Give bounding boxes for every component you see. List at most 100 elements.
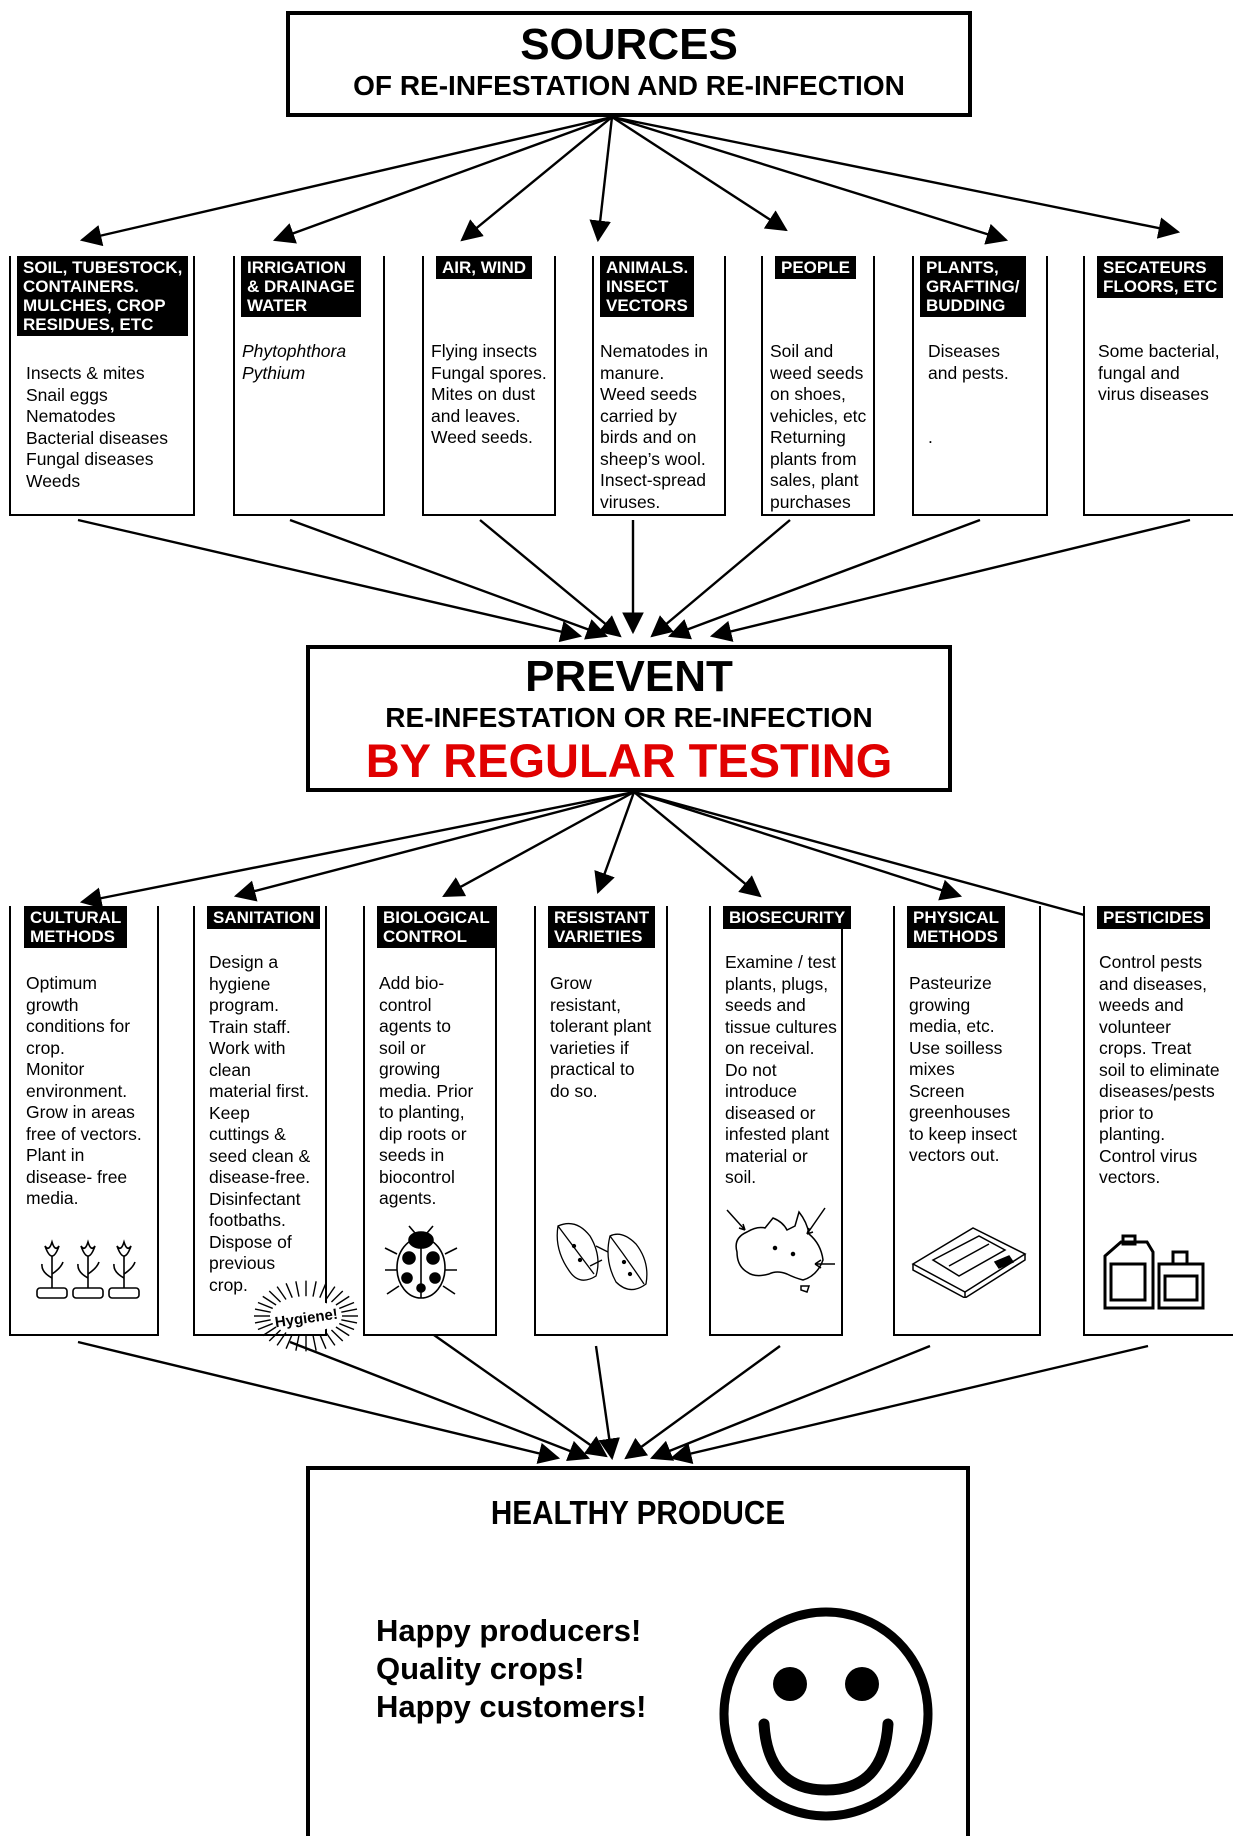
arrow bbox=[633, 790, 1135, 934]
source-text: Flying insects Fungal spores. Mites on d… bbox=[431, 341, 547, 447]
arrow bbox=[669, 1344, 1149, 1465]
method-text: Examine / test plants, plugs, seeds and … bbox=[725, 952, 837, 1187]
hygiene-ray bbox=[319, 1334, 327, 1349]
source-label: SOIL, TUBESTOCK, CONTAINERS. MULCHES, CR… bbox=[17, 256, 189, 336]
arrow bbox=[624, 1345, 781, 1460]
smiley-face-icon bbox=[719, 1607, 933, 1821]
hygiene-ray bbox=[312, 1335, 317, 1351]
source-box-animals: ANIMALS. INSECT VECTORS Nematodes in man… bbox=[592, 256, 726, 516]
prevent-title: PREVENT bbox=[525, 652, 733, 701]
tulips-icon bbox=[36, 1239, 140, 1299]
method-box-physical: PHYSICAL METHODS Pasteurize growing medi… bbox=[893, 906, 1041, 1336]
arrow bbox=[233, 790, 635, 902]
hygiene-ray bbox=[276, 1286, 287, 1300]
method-box-resistant: RESISTANT VARIETIES Grow resistant, tole… bbox=[534, 906, 668, 1336]
arrow bbox=[611, 115, 1181, 239]
arrow bbox=[460, 116, 613, 242]
arrow bbox=[479, 519, 622, 638]
arrow bbox=[633, 790, 963, 901]
source-text: Insects & mites Snail eggs Nematodes Bac… bbox=[26, 363, 169, 491]
healthy-message: Happy producers! bbox=[376, 1613, 642, 1648]
hygiene-ray bbox=[295, 1335, 300, 1351]
arrow bbox=[272, 115, 613, 244]
source-label: AIR, WIND bbox=[436, 256, 533, 279]
hygiene-badge-icon: Hygiene! bbox=[254, 1280, 358, 1352]
hygiene-ray bbox=[335, 1295, 350, 1306]
method-label: RESISTANT VARIETIES bbox=[548, 906, 656, 948]
source-text: Some bacterial, fungal and virus disease… bbox=[1098, 341, 1220, 404]
method-label: CULTURAL METHODS bbox=[24, 906, 128, 948]
arrow bbox=[611, 115, 1009, 245]
prevent-header: PREVENT RE-INFESTATION OR RE-INFECTION B… bbox=[306, 645, 952, 792]
arrow bbox=[289, 518, 609, 640]
hygiene-ray bbox=[295, 1281, 300, 1297]
hygiene-ray bbox=[262, 1295, 277, 1306]
method-text: Design a hygiene program. Train staff. W… bbox=[209, 952, 311, 1295]
arrow bbox=[589, 116, 614, 243]
prevent-emphasis: BY REGULAR TESTING bbox=[365, 734, 893, 787]
method-label: SANITATION bbox=[207, 906, 321, 929]
arrow bbox=[79, 115, 613, 247]
method-label: BIOLOGICAL CONTROL bbox=[377, 906, 496, 948]
hygiene-ray bbox=[257, 1322, 274, 1331]
arrow bbox=[594, 791, 636, 895]
hygiene-ray bbox=[254, 1319, 271, 1324]
source-text: Phytophthora Pythium bbox=[242, 341, 347, 383]
hygiene-ray bbox=[335, 1326, 350, 1337]
hygiene-ray bbox=[325, 1286, 336, 1300]
hygiene-ray bbox=[276, 1332, 287, 1346]
hygiene-ray bbox=[285, 1334, 293, 1349]
healthy-produce-box: HEALTHY PRODUCE Happy producers! Quality… bbox=[306, 1466, 970, 1836]
arrow bbox=[77, 518, 583, 643]
hygiene-ray bbox=[330, 1290, 344, 1303]
method-box-pesticides: PESTICIDES Control pests and diseases, w… bbox=[1083, 906, 1233, 1336]
hygiene-ray bbox=[338, 1322, 355, 1331]
arrow bbox=[649, 1344, 931, 1461]
method-text: Optimum growth conditions for crop. Moni… bbox=[26, 973, 142, 1208]
healthy-messages: Happy producers! Quality crops! Happy cu… bbox=[376, 1612, 646, 1726]
arrow bbox=[594, 1345, 620, 1461]
source-label: PEOPLE bbox=[775, 256, 856, 279]
hygiene-ray bbox=[319, 1283, 327, 1298]
hygiene-ray bbox=[268, 1329, 282, 1342]
healthy-title: HEALTHY PRODUCE bbox=[490, 1494, 786, 1531]
sources-title: SOURCES bbox=[520, 20, 738, 69]
method-text: Control pests and diseases, weeds and vo… bbox=[1099, 952, 1220, 1187]
arrow bbox=[650, 519, 791, 638]
source-label: IRRIGATION & DRAINAGE WATER bbox=[241, 256, 361, 317]
chemical-containers-icon bbox=[1103, 1234, 1205, 1310]
source-label: SECATEURS FLOORS, ETC bbox=[1097, 256, 1224, 298]
arrow bbox=[423, 1327, 608, 1458]
hygiene-ray bbox=[285, 1283, 293, 1298]
source-box-people: PEOPLE Soil and weed seeds on shoes, veh… bbox=[761, 256, 875, 516]
method-box-biological: BIOLOGICAL CONTROL Add bio- control agen… bbox=[363, 906, 497, 1336]
arrow bbox=[79, 790, 635, 909]
hygiene-ray bbox=[341, 1319, 358, 1324]
hygiene-ray bbox=[262, 1326, 277, 1337]
method-text: Add bio- control agents to soil or growi… bbox=[379, 973, 474, 1208]
source-text: Nematodes in manure. Weed seeds carried … bbox=[600, 341, 708, 512]
method-box-cultural: CULTURAL METHODS Optimum growth conditio… bbox=[9, 906, 159, 1336]
source-label: PLANTS, GRAFTING/ BUDDING bbox=[920, 256, 1026, 317]
hygiene-ray bbox=[330, 1329, 344, 1342]
sources-subtitle: OF RE-INFESTATION AND RE-INFECTION bbox=[353, 70, 905, 101]
method-box-sanitation: SANITATION Design a hygiene program. Tra… bbox=[193, 906, 327, 1336]
arrow bbox=[289, 1340, 591, 1462]
method-label: PESTICIDES bbox=[1097, 906, 1211, 929]
source-box-water: IRRIGATION & DRAINAGE WATER Phytophthora… bbox=[233, 256, 385, 516]
method-text: Pasteurize growing media, etc. Use soill… bbox=[909, 973, 1017, 1165]
hygiene-ray bbox=[325, 1332, 336, 1346]
australia-map-icon bbox=[726, 1207, 835, 1293]
arrow bbox=[667, 518, 981, 640]
leaves-icon bbox=[556, 1222, 648, 1291]
hygiene-ray bbox=[312, 1281, 317, 1297]
hygiene-ray bbox=[338, 1301, 355, 1310]
ladybird-icon bbox=[384, 1225, 458, 1299]
arrow bbox=[633, 791, 762, 898]
source-text: Diseases and pests. . bbox=[928, 341, 1009, 447]
hygiene-ray bbox=[257, 1301, 274, 1310]
method-text: Grow resistant, tolerant plant varieties… bbox=[550, 973, 652, 1101]
source-box-soil: SOIL, TUBESTOCK, CONTAINERS. MULCHES, CR… bbox=[9, 256, 195, 516]
arrow bbox=[709, 518, 1191, 642]
